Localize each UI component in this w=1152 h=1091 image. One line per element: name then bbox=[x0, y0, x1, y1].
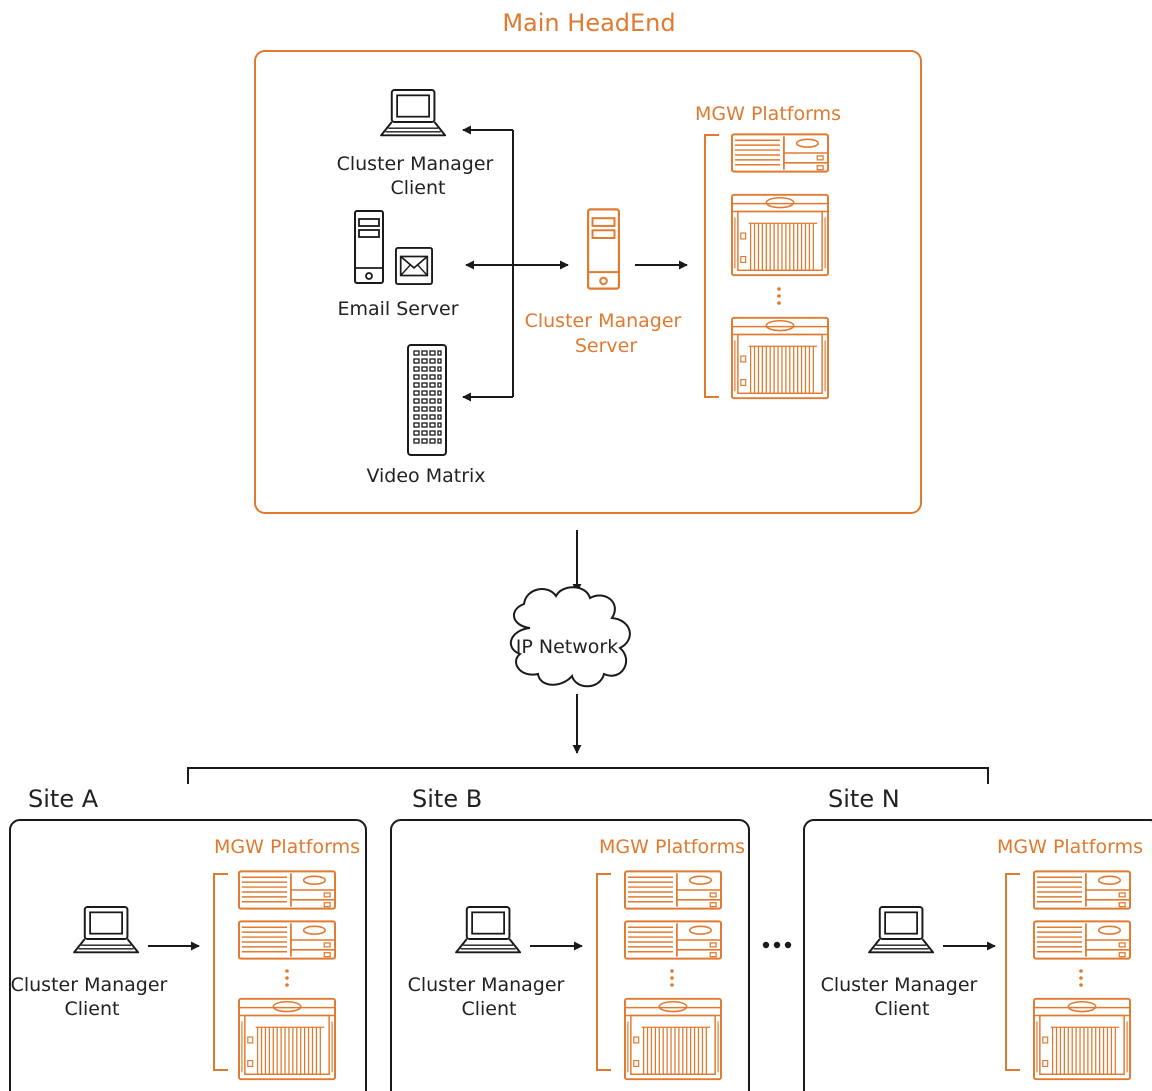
ellipsis-vertical-icon bbox=[1079, 969, 1083, 987]
ip-network-label: IP Network bbox=[516, 636, 618, 658]
site-n-box bbox=[803, 819, 1152, 1091]
site-n-mgw-bracket bbox=[1005, 873, 1020, 1071]
site-b-mgw-label: MGW Platforms bbox=[599, 836, 745, 858]
ellipsis-vertical-icon bbox=[285, 969, 289, 987]
tower-server-icon bbox=[354, 210, 384, 284]
ellipsis-vertical-icon bbox=[670, 969, 674, 987]
laptop-icon bbox=[868, 905, 935, 954]
cm-server-icon bbox=[587, 208, 620, 290]
cm-client-label: Cluster Manager Client bbox=[337, 153, 500, 199]
site-a-title: Site A bbox=[28, 785, 99, 813]
chassis-icon bbox=[731, 193, 829, 277]
site-n: Site N Cluster Manager Client MGW Platfo… bbox=[803, 785, 1152, 1091]
main-headend-title: Main HeadEnd bbox=[502, 9, 675, 37]
site-a-box bbox=[9, 819, 367, 1091]
email-server-label: Email Server bbox=[337, 298, 458, 320]
keypad-icon bbox=[407, 344, 447, 456]
laptop-icon bbox=[380, 88, 447, 137]
main-headend-box bbox=[254, 50, 922, 514]
site-a-mgw-bracket bbox=[213, 873, 228, 1071]
ellipsis-vertical-icon bbox=[777, 287, 781, 305]
rack-unit-icon bbox=[238, 920, 336, 960]
site-n-title: Site N bbox=[828, 785, 900, 813]
ellipsis-horizontal-icon bbox=[762, 941, 792, 949]
rack-unit-icon bbox=[1033, 870, 1131, 910]
device-bus-connector bbox=[462, 125, 569, 402]
site-n-mgw-label: MGW Platforms bbox=[997, 836, 1143, 858]
rack-unit-icon bbox=[624, 920, 722, 960]
laptop-icon bbox=[73, 905, 140, 954]
site-n-client-label: Cluster Manager Client bbox=[821, 974, 984, 1020]
rack-unit-icon bbox=[624, 870, 722, 910]
chassis-icon bbox=[238, 997, 336, 1081]
site-b-title: Site B bbox=[412, 785, 482, 813]
site-b-client-label: Cluster Manager Client bbox=[408, 974, 571, 1020]
envelope-icon bbox=[395, 247, 433, 285]
rack-unit-icon bbox=[731, 133, 829, 173]
main-mgw-bracket bbox=[704, 134, 719, 398]
chassis-icon bbox=[624, 997, 722, 1081]
site-a-mgw-label: MGW Platforms bbox=[214, 836, 360, 858]
site-b: Site B Cluster Manager Client MGW Platfo… bbox=[390, 785, 750, 1091]
main-mgw-platforms-label: MGW Platforms bbox=[695, 103, 841, 125]
video-matrix-label: Video Matrix bbox=[366, 465, 485, 487]
site-b-box bbox=[390, 819, 750, 1091]
rack-unit-icon bbox=[1033, 920, 1131, 960]
cloud-icon bbox=[509, 586, 631, 688]
site-b-mgw-bracket bbox=[596, 873, 611, 1071]
rack-unit-icon bbox=[238, 870, 336, 910]
cm-server-label: Cluster Manager Server bbox=[525, 310, 688, 357]
chassis-icon bbox=[731, 316, 829, 400]
site-a-client-label: Cluster Manager Client bbox=[11, 974, 174, 1020]
chassis-icon bbox=[1033, 997, 1131, 1081]
site-a: Site A Cluster Manager Client MGW Platfo… bbox=[9, 785, 367, 1091]
laptop-icon bbox=[455, 905, 522, 954]
sites-distribution-bracket bbox=[187, 767, 989, 784]
